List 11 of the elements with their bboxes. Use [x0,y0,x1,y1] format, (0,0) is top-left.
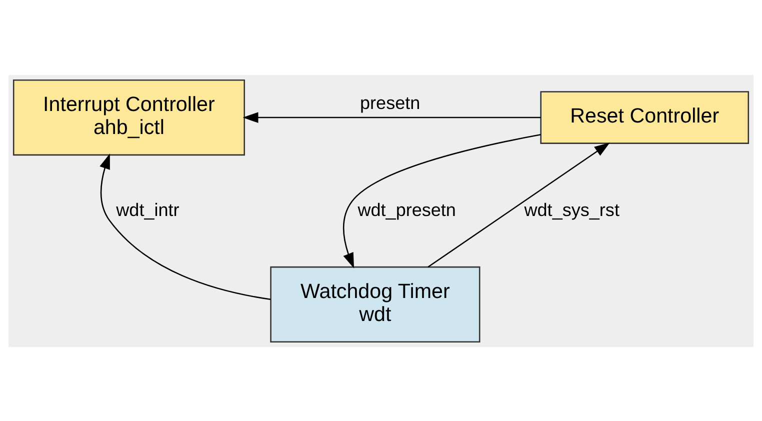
node-box: Interrupt Controller ahb_ictl [12,79,245,156]
edge-label: wdt_sys_rst [524,199,620,220]
node-box: Reset Controller [540,90,750,144]
edge-label: wdt_intr [116,199,180,220]
arrow [100,153,271,300]
arrow [343,134,541,268]
node-box: Watchdog Timer wdt [270,266,480,342]
arrow [428,142,610,268]
edge-label: presetn [360,92,420,112]
edge-label: wdt_presetn [358,199,456,220]
arrow [242,112,541,122]
